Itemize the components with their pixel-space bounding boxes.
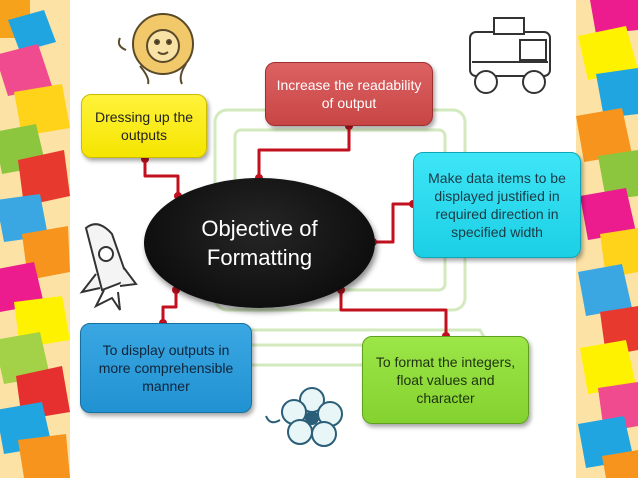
center-node: Objective of Formatting: [144, 178, 375, 308]
center-node-label: Objective of Formatting: [201, 216, 318, 270]
node-format: To format the integers, float values and…: [362, 336, 529, 424]
node-display-label: To display outputs in more comprehensibl…: [98, 342, 234, 394]
node-readability: Increase the readability of output: [265, 62, 433, 126]
node-dressing-up-label: Dressing up the outputs: [94, 109, 194, 143]
node-justify: Make data items to be displayed justifie…: [413, 152, 581, 258]
node-dressing-up: Dressing up the outputs: [81, 94, 207, 158]
rocket-sketch: [79, 223, 138, 311]
node-format-label: To format the integers, float values and…: [375, 354, 516, 406]
connector-dressing: [143, 159, 180, 196]
colorful-cubes-border-left: [0, 0, 70, 478]
connector-readability: [257, 126, 351, 178]
connector-display: [161, 290, 178, 323]
node-justify-label: Make data items to be displayed justifie…: [428, 170, 566, 240]
connector-justify: [373, 202, 413, 244]
lion-sketch: [117, 13, 194, 85]
truck-sketch: [469, 17, 551, 94]
connector-format: [339, 290, 448, 336]
node-readability-label: Increase the readability of output: [276, 77, 422, 111]
colorful-cubes-border-right: [576, 0, 638, 478]
flower-sketch: [265, 387, 343, 447]
node-display: To display outputs in more comprehensibl…: [80, 323, 252, 413]
